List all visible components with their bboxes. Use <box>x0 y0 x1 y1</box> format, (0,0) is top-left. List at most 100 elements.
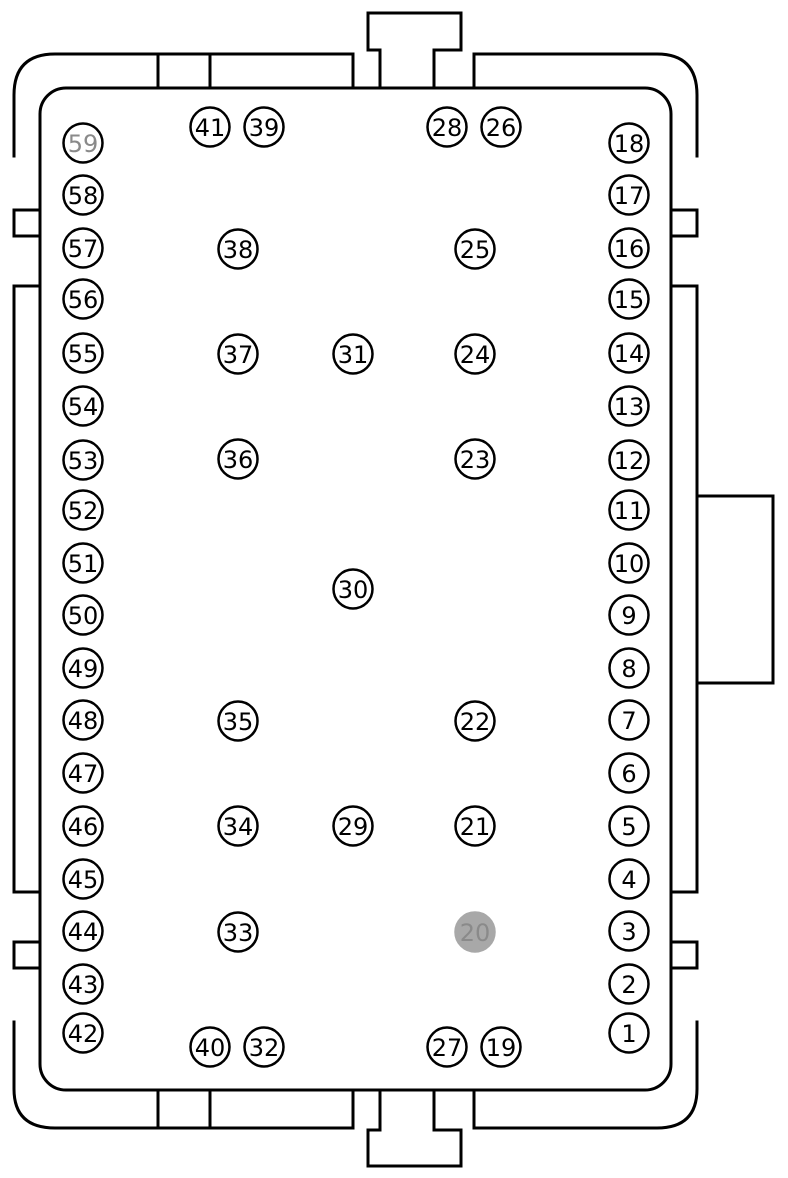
pin-30: 30 <box>332 568 374 610</box>
pin-42: 42 <box>62 1012 104 1054</box>
pin-number-label: 24 <box>460 341 491 369</box>
pin-21: 21 <box>454 805 496 847</box>
pin-33: 33 <box>217 911 259 953</box>
pin-circle <box>454 805 496 847</box>
pin-15: 15 <box>608 278 650 320</box>
pin-9: 9 <box>608 594 650 636</box>
right-side-rail <box>669 284 699 894</box>
pin-circle <box>426 106 468 148</box>
pin-circle <box>62 439 104 481</box>
pin-number-label: 26 <box>486 114 517 142</box>
pin-48: 48 <box>62 699 104 741</box>
pin-24: 24 <box>454 333 496 375</box>
pin-36: 36 <box>217 438 259 480</box>
pin-circle <box>608 858 650 900</box>
pin-number-label: 15 <box>614 286 645 314</box>
pin-number-label: 23 <box>460 446 491 474</box>
pin-circle <box>62 278 104 320</box>
pin-number-label: 25 <box>460 236 491 264</box>
pin-circle <box>454 228 496 270</box>
pin-circle <box>217 700 259 742</box>
pin-7: 7 <box>608 699 650 741</box>
pin-49: 49 <box>62 647 104 689</box>
pin-number-label: 52 <box>68 497 99 525</box>
pin-circle <box>480 1026 522 1068</box>
pin-circle <box>608 910 650 952</box>
pin-circle <box>217 333 259 375</box>
pin-circle <box>608 963 650 1005</box>
pin-circle <box>426 1026 468 1068</box>
pin-circle <box>243 1026 285 1068</box>
pin-circle <box>454 333 496 375</box>
pin-number-label: 20 <box>460 919 491 947</box>
pin-circle <box>62 122 104 164</box>
pin-58: 58 <box>62 174 104 216</box>
pin-circle <box>608 594 650 636</box>
pin-51: 51 <box>62 542 104 584</box>
pin-circle <box>62 489 104 531</box>
pin-45: 45 <box>62 858 104 900</box>
pin-circle <box>62 594 104 636</box>
pin-number-label: 10 <box>614 550 645 578</box>
pin-number-label: 30 <box>338 576 369 604</box>
pin-number-label: 29 <box>338 813 369 841</box>
pin-41: 41 <box>189 106 231 148</box>
pin-number-label: 16 <box>614 235 645 263</box>
pin-layer: 1234567891011121314151617181920212223242… <box>62 106 650 1068</box>
pin-number-label: 51 <box>68 550 99 578</box>
pin-18: 18 <box>608 122 650 164</box>
pin-number-label: 55 <box>68 340 99 368</box>
pin-number-label: 3 <box>621 918 636 946</box>
pin-circle <box>62 963 104 1005</box>
pin-circle <box>608 805 650 847</box>
pin-circle <box>608 489 650 531</box>
pin-number-label: 21 <box>460 813 491 841</box>
pin-31: 31 <box>332 333 374 375</box>
pin-number-label: 57 <box>68 235 99 263</box>
pin-circle <box>332 805 374 847</box>
pin-circle <box>608 385 650 427</box>
pin-circle <box>454 438 496 480</box>
pin-number-label: 2 <box>621 971 636 999</box>
pin-6: 6 <box>608 752 650 794</box>
pin-number-label: 54 <box>68 393 99 421</box>
pin-number-label: 59 <box>68 130 99 158</box>
pin-circle <box>62 542 104 584</box>
pin-39: 39 <box>243 106 285 148</box>
pin-number-label: 19 <box>486 1034 517 1062</box>
pin-number-label: 27 <box>432 1034 463 1062</box>
pin-number-label: 34 <box>223 813 254 841</box>
pin-number-label: 31 <box>338 341 369 369</box>
pin-53: 53 <box>62 439 104 481</box>
pin-number-label: 49 <box>68 655 99 683</box>
pin-32: 32 <box>243 1026 285 1068</box>
pin-number-label: 8 <box>621 655 636 683</box>
pin-34: 34 <box>217 805 259 847</box>
pin-number-label: 22 <box>460 708 491 736</box>
pin-number-label: 56 <box>68 286 99 314</box>
pin-circle <box>62 910 104 952</box>
pin-circle <box>62 227 104 269</box>
right-side-lock-block <box>695 494 775 685</box>
pin-circle <box>62 752 104 794</box>
pin-4: 4 <box>608 858 650 900</box>
pin-circle <box>217 911 259 953</box>
pin-56: 56 <box>62 278 104 320</box>
pin-number-label: 36 <box>223 446 254 474</box>
housing-bottom-left-outline <box>12 1020 355 1130</box>
pin-circle <box>62 174 104 216</box>
pin-circle <box>217 228 259 270</box>
pin-1: 1 <box>608 1012 650 1054</box>
pin-number-label: 14 <box>614 340 645 368</box>
pin-circle <box>608 647 650 689</box>
pin-number-label: 7 <box>621 707 636 735</box>
pin-number-label: 5 <box>621 813 636 841</box>
pin-19: 19 <box>480 1026 522 1068</box>
pin-circle <box>217 805 259 847</box>
pin-circle <box>62 385 104 427</box>
pin-46: 46 <box>62 805 104 847</box>
pin-circle <box>62 332 104 374</box>
pin-number-label: 12 <box>614 447 645 475</box>
right-upper-notch <box>669 208 699 238</box>
pin-circle <box>608 752 650 794</box>
